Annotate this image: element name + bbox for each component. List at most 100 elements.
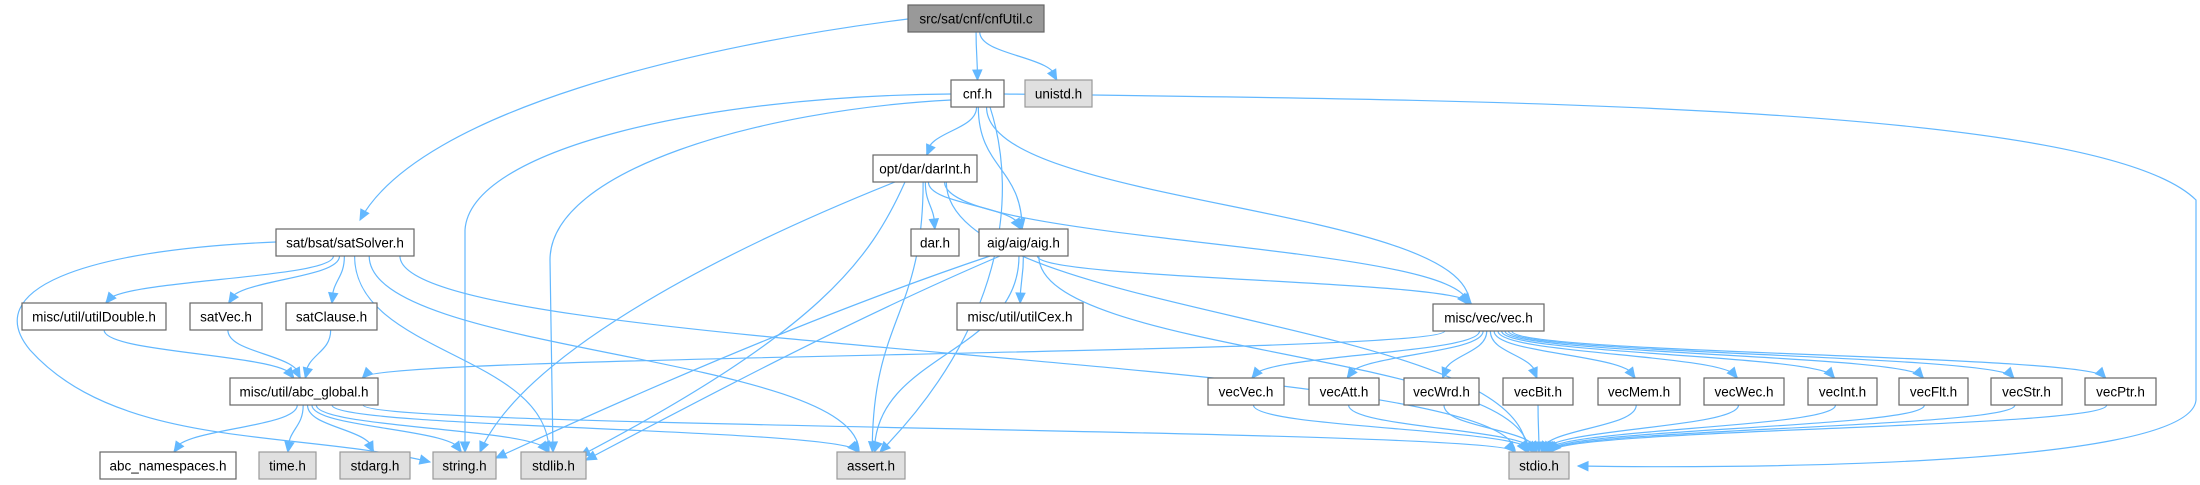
arrowhead-cnfUtil-to-cnf	[972, 69, 983, 82]
arrowhead-satSolver-to-utilDouble	[105, 291, 117, 304]
arrowhead-cnf-to-assert	[879, 440, 892, 453]
edge-utilDouble-to-abcGlobal	[103, 329, 295, 379]
node-abcGlobal[interactable]: misc/util/abc_global.h	[229, 377, 379, 406]
node-label: abc_namespaces.h	[109, 459, 226, 474]
node-vecMem[interactable]: vecMem.h	[1597, 377, 1681, 406]
node-label: vecAtt.h	[1320, 385, 1369, 400]
node-label: vecInt.h	[1819, 385, 1866, 400]
edge-darInt-to-assert	[871, 181, 924, 453]
arrowhead-aig-to-string	[494, 448, 508, 459]
edge-vec-to-vecVec	[1251, 330, 1481, 379]
arrowhead-abcGlobal-to-stdlib	[537, 440, 549, 453]
arrowhead-aig-to-utilCex	[1015, 292, 1026, 305]
node-stdarg: stdarg.h	[339, 451, 411, 480]
arrowhead-vec-to-vecInt	[1823, 366, 1836, 379]
node-satClause[interactable]: satClause.h	[285, 302, 378, 331]
node-label: vecVec.h	[1219, 385, 1274, 400]
edge-abcGlobal-to-assert	[331, 404, 859, 453]
node-vecBit[interactable]: vecBit.h	[1502, 377, 1574, 406]
node-vecPtr[interactable]: vecPtr.h	[2084, 377, 2157, 406]
node-label: satVec.h	[200, 310, 252, 325]
node-box	[872, 154, 978, 183]
arrowhead-abcGlobal-to-stdio	[1503, 440, 1516, 453]
edge-cnfUtil-to-unistd	[979, 31, 1058, 81]
node-vecVec[interactable]: vecVec.h	[1207, 377, 1285, 406]
node-label: unistd.h	[1035, 87, 1082, 102]
arrowhead-darInt-to-aig	[1010, 217, 1022, 231]
node-box	[1432, 303, 1545, 332]
node-vecStr[interactable]: vecStr.h	[1990, 377, 2063, 406]
node-stdio: stdio.h	[1508, 451, 1570, 480]
node-darInt[interactable]: opt/dar/darInt.h	[872, 154, 978, 183]
edge-vec-to-vecFlt	[1504, 330, 1924, 379]
node-label: satClause.h	[296, 310, 367, 325]
arrowhead-satSolver-to-satVec	[228, 291, 240, 305]
edge-vecAtt-to-stdio	[1347, 404, 1536, 453]
node-box	[1807, 377, 1878, 406]
edge-cnf-to-stdio	[1003, 93, 2197, 468]
arrowhead-vec-to-vecFlt	[1912, 366, 1925, 379]
node-vecWec[interactable]: vecWec.h	[1703, 377, 1785, 406]
edge-abcGlobal-to-string	[311, 404, 462, 453]
arrowhead-vec-to-vecBit	[1527, 366, 1538, 380]
node-satSolver[interactable]: sat/bsat/satSolver.h	[275, 228, 415, 257]
edge-darInt-to-string	[479, 181, 896, 453]
node-label: stdarg.h	[351, 459, 400, 474]
edge-darInt-to-stdlib	[579, 181, 906, 457]
node-box	[1207, 377, 1285, 406]
arrowhead-vec-to-vecVec	[1251, 366, 1263, 379]
edge-satSolver-to-assert	[368, 255, 860, 453]
edge-vec-to-vecInt	[1501, 330, 1835, 379]
node-box	[1024, 79, 1093, 108]
edge-cnf-to-aig	[977, 106, 1023, 230]
arrowhead-satClause-to-abcGlobal	[302, 366, 313, 380]
node-dar[interactable]: dar.h	[910, 228, 960, 257]
node-time: time.h	[258, 451, 317, 480]
node-label: sat/bsat/satSolver.h	[286, 236, 404, 251]
node-box	[258, 451, 317, 480]
node-utilCex[interactable]: misc/util/utilCex.h	[956, 302, 1084, 331]
node-vecFlt[interactable]: vecFlt.h	[1898, 377, 1969, 406]
node-box	[275, 228, 415, 257]
node-vecInt[interactable]: vecInt.h	[1807, 377, 1878, 406]
node-label: aig/aig/aig.h	[987, 236, 1060, 251]
node-box	[1703, 377, 1785, 406]
node-vecWrd[interactable]: vecWrd.h	[1403, 377, 1480, 406]
node-box	[520, 451, 587, 480]
node-box	[1898, 377, 1969, 406]
node-label: stdio.h	[1519, 459, 1559, 474]
node-label: vecStr.h	[2002, 385, 2051, 400]
node-box	[1508, 451, 1570, 480]
edge-satSolver-to-utilDouble	[105, 255, 335, 304]
node-label: src/sat/cnf/cnfUtil.c	[919, 12, 1033, 27]
node-cnf[interactable]: cnf.h	[950, 79, 1005, 108]
edge-darInt-to-vec	[943, 181, 1469, 305]
node-abcNamespaces[interactable]: abc_namespaces.h	[99, 451, 237, 480]
node-utilDouble[interactable]: misc/util/utilDouble.h	[21, 302, 167, 331]
node-box	[99, 451, 237, 480]
arrowhead-abcGlobal-to-time	[284, 440, 295, 454]
node-cnfUtil[interactable]: src/sat/cnf/cnfUtil.c	[907, 4, 1045, 33]
arrowhead-vec-to-vecAtt	[1346, 366, 1358, 379]
node-vec[interactable]: misc/vec/vec.h	[1432, 303, 1545, 332]
node-label: vecMem.h	[1608, 385, 1670, 400]
node-vecAtt[interactable]: vecAtt.h	[1308, 377, 1380, 406]
node-label: string.h	[442, 459, 486, 474]
node-satVec[interactable]: satVec.h	[189, 302, 263, 331]
edge-satSolver-to-string	[16, 241, 431, 463]
arrowhead-aig-to-stdlib	[584, 450, 598, 461]
arrowhead-aig-to-assert	[872, 440, 883, 454]
arrowhead-vec-to-vecWec	[1726, 366, 1738, 379]
edges-layer	[16, 18, 2197, 472]
node-aig[interactable]: aig/aig/aig.h	[978, 228, 1069, 257]
node-box	[1990, 377, 2063, 406]
node-assert: assert.h	[836, 451, 906, 480]
arrowhead-vec-to-vecPtr	[2094, 366, 2107, 379]
arrowhead-darInt-to-string	[479, 440, 490, 454]
edge-vecInt-to-stdio	[1544, 404, 1837, 453]
edge-cnf-to-assert	[879, 106, 1003, 453]
node-label: vecWrd.h	[1413, 385, 1470, 400]
arrowhead-abcGlobal-to-assert	[847, 440, 859, 453]
edge-satSolver-to-stdio	[399, 255, 1516, 453]
arrowhead-vec-to-vecStr	[2002, 366, 2015, 379]
